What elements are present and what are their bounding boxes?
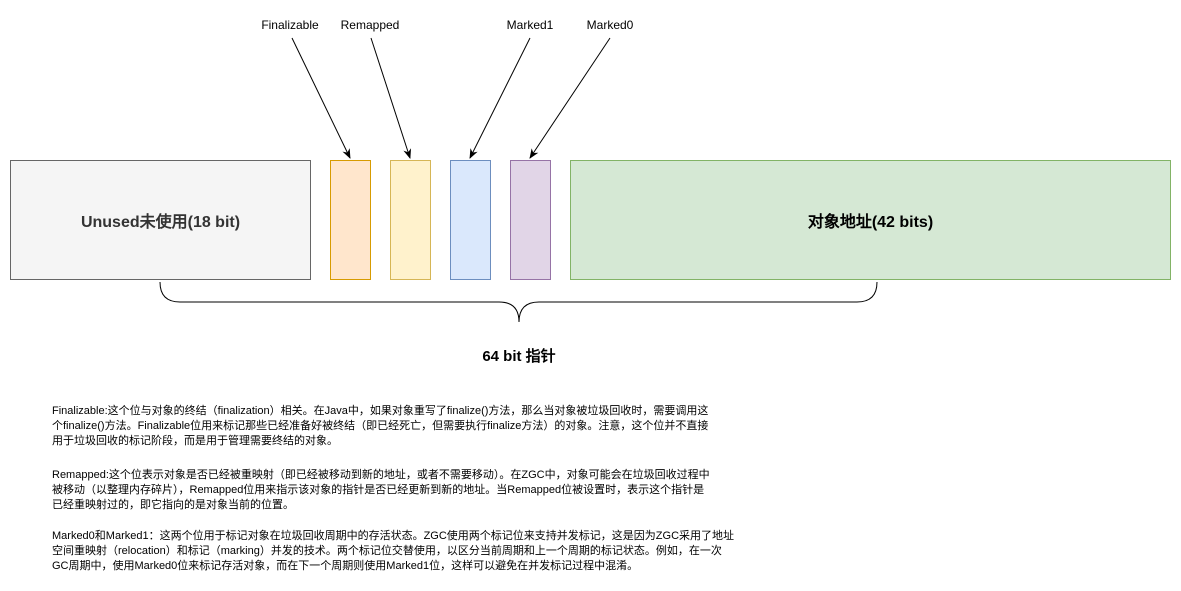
label-marked1: Marked1 [506, 18, 554, 32]
text-line: Finalizable:这个位与对象的终结（finalization）相关。在J… [52, 405, 709, 417]
address-bits-label: 对象地址(42 bits) [807, 214, 934, 231]
text-line: 空间重映射（relocation）和标记（marking）并发的技术。两个标记位… [52, 545, 722, 557]
brace-label: 64 bit 指针 [482, 348, 556, 365]
unused-bits-label: Unused未使用(18 bit) [80, 214, 241, 231]
arrow-marked0 [529, 37, 611, 159]
remapped-description: Remapped:这个位表示对象是否已经被重映射（即已经被移动到新的地址，或者不… [52, 468, 710, 513]
arrow-remapped [370, 37, 412, 159]
arrow-marked1 [469, 37, 531, 159]
unused-bits-box: Unused未使用(18 bit) [10, 160, 311, 280]
arrow-finalizable [291, 37, 351, 159]
text-line: GC周期中，使用Marked0位来标记存活对象，而在下一个周期则使用Marked… [52, 560, 639, 572]
text-line: 个finalize()方法。Finalizable位用来标记那些已经准备好被终结… [52, 420, 709, 432]
text-line: Remapped:这个位表示对象是否已经被重映射（即已经被移动到新的地址，或者不… [52, 469, 710, 481]
marked0-bit-box [510, 160, 551, 280]
finalizable-description: Finalizable:这个位与对象的终结（finalization）相关。在J… [52, 404, 708, 449]
finalizable-bit-box [330, 160, 371, 280]
marked-description: Marked0和Marked1：这两个位用于标记对象在垃圾回收周期中的存活状态。… [52, 529, 734, 574]
label-finalizable: Finalizable [261, 18, 319, 32]
address-bits-box: 对象地址(42 bits) [570, 160, 1171, 280]
remapped-bit-box [390, 160, 431, 280]
label-remapped: Remapped [340, 18, 400, 32]
text-line: 被移动（以整理内存碎片），Remapped位用来指示该对象的指针是否已经更新到新… [52, 484, 705, 496]
text-line: Marked0和Marked1：这两个位用于标记对象在垃圾回收周期中的存活状态。… [52, 530, 735, 542]
curly-brace [159, 281, 878, 323]
text-line: 用于垃圾回收的标记阶段，而是用于管理需要终结的对象。 [52, 435, 338, 447]
marked1-bit-box [450, 160, 491, 280]
label-marked0: Marked0 [586, 18, 634, 32]
text-line: 已经重映射过的，即它指向的是对象当前的位置。 [52, 499, 294, 511]
